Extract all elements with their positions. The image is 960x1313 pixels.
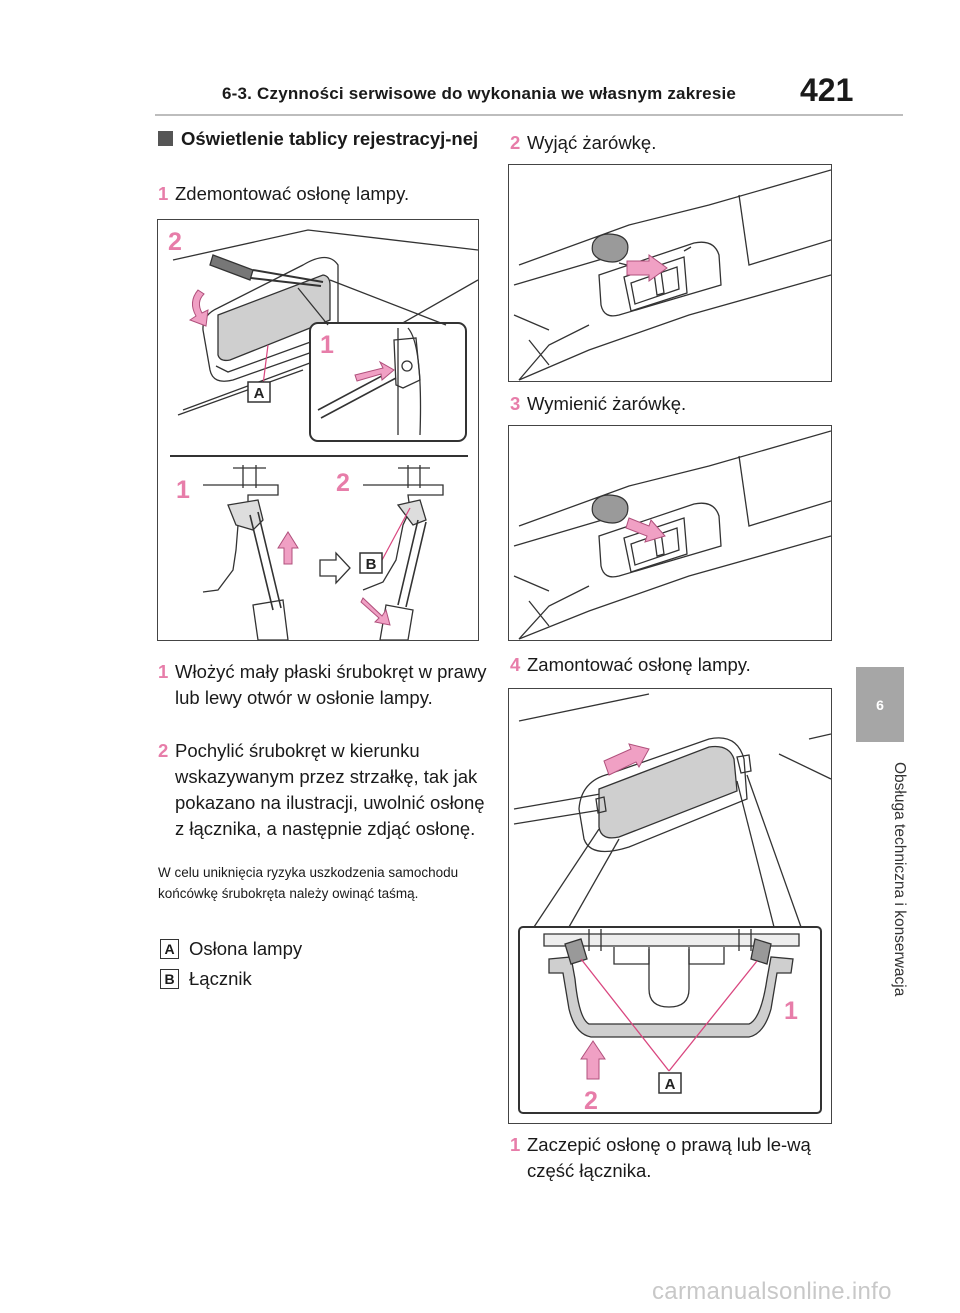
legend-label: Osłona lampy	[189, 938, 303, 959]
callout-a: A	[254, 385, 265, 402]
figure-step-2: 2	[584, 1087, 598, 1115]
chapter-tab: 6	[856, 667, 904, 742]
step-number: 4	[510, 654, 521, 675]
figure-remove-bulb	[508, 164, 832, 382]
callout-a: A	[665, 1076, 676, 1093]
step-text: Zdemontować osłonę lampy.	[175, 183, 410, 204]
substep-text: Zaczepić osłonę o prawą lub le-wą część …	[527, 1134, 811, 1181]
chapter-number: 6	[876, 697, 884, 713]
figure-step-2-bottom: 2	[336, 469, 350, 497]
header-divider	[155, 114, 903, 116]
figure-install-cover: A 1 2	[508, 688, 832, 1124]
chapter-title: Obsługa techniczna i konserwacja	[891, 762, 908, 997]
callout-b: B	[366, 556, 377, 573]
substep-text: Pochylić śrubokręt w kierunku wskazywany…	[175, 740, 485, 839]
figure-replace-bulb	[508, 425, 832, 641]
legend-item-b: B Łącznik	[160, 968, 252, 990]
legend-label: Łącznik	[189, 968, 252, 989]
step-text: Zamontować osłonę lampy.	[527, 654, 751, 675]
legend-item-a: A Osłona lampy	[160, 938, 302, 960]
running-header-title: 6-3. Czynności serwisowe do wykonania we…	[222, 84, 737, 103]
step-number: 3	[510, 393, 521, 414]
substep-text: Włożyć mały płaski śrubokręt w prawy lub…	[175, 661, 487, 708]
caution-note: W celu uniknięcia ryzyka uszkodzenia sam…	[158, 865, 459, 901]
substep-1: 1 Włożyć mały płaski śrubokręt w prawy l…	[158, 659, 488, 711]
substep-1-install: 1 Zaczepić osłonę o prawą lub le-wą częś…	[510, 1132, 840, 1184]
substep-number: 1	[510, 1134, 521, 1155]
step-2: 2 Wyjąć żarówkę.	[510, 130, 840, 156]
step-number: 1	[158, 183, 169, 204]
figure-step-1-bottom: 1	[176, 476, 190, 504]
square-bullet-icon	[158, 131, 173, 146]
substep-number: 2	[158, 740, 169, 761]
figure-step-2-top: 2	[168, 228, 182, 256]
section-heading-text: Oświetlenie tablicy rejestracyj-nej	[181, 128, 479, 149]
step-text: Wymienić żarówkę.	[527, 393, 687, 414]
step-text: Wyjąć żarówkę.	[527, 132, 657, 153]
step-3: 3 Wymienić żarówkę.	[510, 391, 840, 417]
figure-cover-removal-drawing: A B 2 1 1 2	[168, 228, 478, 640]
legend-badge: B	[160, 969, 179, 989]
step-4: 4 Zamontować osłonę lampy.	[510, 652, 840, 678]
figure-cover-removal: A B 2 1 1 2	[157, 219, 479, 641]
figure-install-cover-drawing: A 1 2	[513, 693, 831, 1115]
substep-number: 1	[158, 661, 169, 682]
section-heading: Oświetlenie tablicy rejestracyj-nej	[158, 126, 480, 152]
figure-step-1: 1	[784, 997, 798, 1025]
step-number: 2	[510, 132, 521, 153]
step-1: 1 Zdemontować osłonę lampy.	[158, 181, 488, 207]
figure-step-1-inset: 1	[320, 331, 334, 359]
legend-badge: A	[160, 939, 179, 959]
page-number: 421	[800, 72, 854, 108]
figure-remove-bulb-drawing	[513, 169, 831, 381]
watermark: carmanualsonline.info	[652, 1278, 892, 1305]
figure-replace-bulb-drawing	[513, 430, 831, 640]
substep-2: 2 Pochylić śrubokręt w kierunku wskazywa…	[158, 738, 488, 842]
